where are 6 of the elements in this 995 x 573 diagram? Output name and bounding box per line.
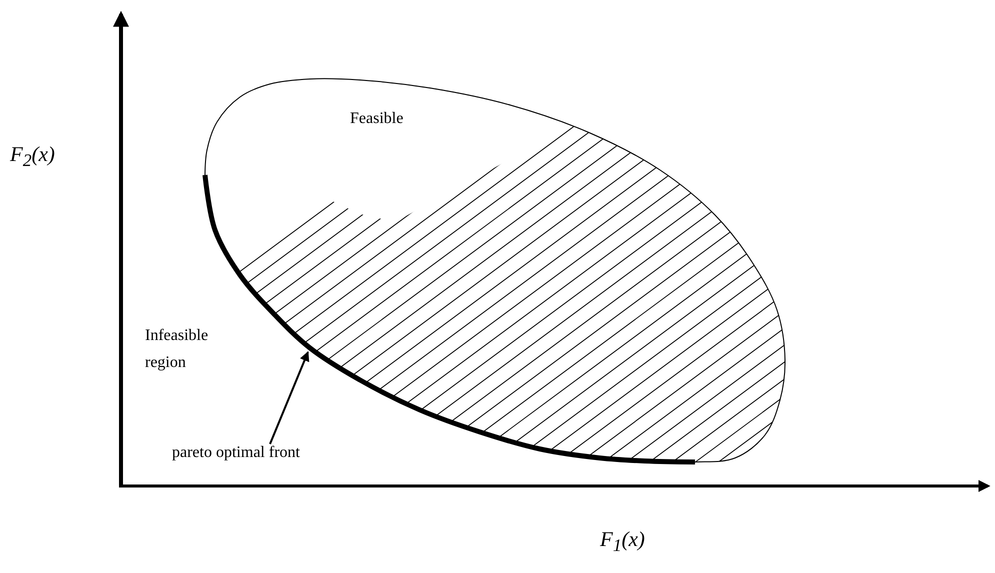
region-label: Infeasible region: [145, 326, 210, 374]
region-label: Feasible: [350, 109, 404, 129]
annotation-text: pareto optimal front: [172, 442, 300, 464]
leader-arrow: [269, 351, 310, 444]
axis-label: F$_{2}$(x): [10, 141, 55, 172]
axis-label: F$_{1}$(x): [600, 526, 645, 558]
